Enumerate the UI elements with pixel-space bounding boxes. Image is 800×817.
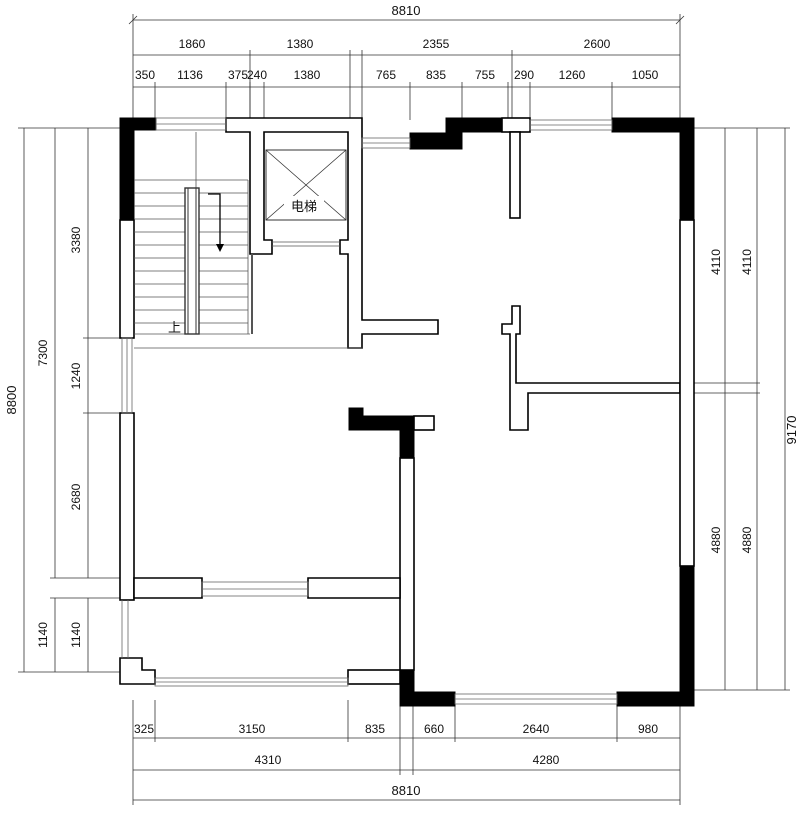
top-dimensions: 8810 1860 1380 2355 2600 350 1136 375 24… [128,3,685,120]
left-dimensions: 8800 7300 3380 1240 2680 1140 1140 [4,127,125,673]
dim-right-inner-1: 4110 [709,249,723,275]
dim-top-row3-11: 1050 [632,68,659,82]
stair-arrow-head-icon [216,244,224,252]
stair-up-label: 上 [168,321,181,336]
dim-top-row3-2: 1136 [177,68,203,82]
wall-center-vertical [399,457,415,671]
dim-left-mid: 7300 [36,339,50,366]
dim-top-row3-10: 1260 [559,68,586,82]
wall-hall-bottom [133,577,203,599]
dim-left-inner-2: 1240 [69,362,83,389]
windows [121,117,618,705]
wall-right-mid [679,219,695,567]
dim-top-row2-4: 2600 [584,37,611,51]
dim-left-bottom-a: 1140 [36,622,50,648]
elevator[interactable]: 电梯 [265,149,347,247]
dim-top-row3-7: 835 [426,68,446,82]
wall-solid-center-block [348,407,401,431]
wall-bottom-left-stub [347,669,401,685]
dim-bottom-row1-6: 980 [638,722,658,736]
dim-top-row2-3: 2355 [423,37,450,51]
wall-solid-center-post [399,415,415,459]
dim-bottom-row1-2: 3150 [239,722,266,736]
dim-right-inner2-1: 4110 [740,249,754,275]
wall-stair-top [225,117,439,349]
walls [119,117,695,707]
wall-left-hall [119,412,135,601]
dim-top-row3-4: 240 [247,68,267,82]
elevator-label: 电梯 [291,200,317,215]
wall-center-pier [501,305,681,431]
dim-bottom-row2-1: 4310 [255,753,282,767]
wall-top-post-stem [509,131,521,219]
wall-center-tab [413,415,435,431]
wall-solid-right-lower [679,565,695,707]
stair-arrow-icon [208,193,221,248]
dim-top-row2-1: 1860 [179,37,206,51]
dim-bottom-row1-5: 2640 [523,722,550,736]
right-dimensions: 4110 4880 4110 4880 9170 [690,127,799,691]
dim-bottom-row2-2: 4280 [533,753,560,767]
wall-hall-bottom-right [307,577,401,599]
wall-solid-bottom-mid [399,669,456,707]
dim-top-overall: 8810 [392,3,421,18]
bottom-dimensions: 325 3150 835 660 2640 980 4310 4280 8810 [132,700,681,805]
stair-handrail [184,187,200,335]
dim-right-inner-2: 4880 [709,526,723,553]
dim-left-bottom-b: 1140 [69,622,83,648]
dim-top-row3-1: 350 [135,68,155,82]
dim-left-overall: 8800 [4,386,19,415]
dim-bottom-row1-1: 325 [134,722,154,736]
dim-top-row3-9: 290 [514,68,534,82]
wall-solid-top-step [445,117,503,150]
wall-top-post [501,117,531,133]
dim-left-inner-3: 2680 [69,483,83,510]
dim-left-inner-1: 3380 [69,226,83,253]
dim-top-row3-3: 375 [228,68,248,82]
dim-top-row3-5: 1380 [294,68,321,82]
dim-bottom-row1-4: 660 [424,722,444,736]
dim-bottom-overall: 8810 [392,783,421,798]
dim-top-row3-6: 765 [376,68,396,82]
dim-right-inner2-2: 4880 [740,526,754,553]
dim-bottom-row1-3: 835 [365,722,385,736]
dim-top-row2-2: 1380 [287,37,314,51]
wall-left-lower [119,219,135,339]
wall-solid-left-upper [119,117,135,221]
dim-top-row3-8: 755 [475,68,495,82]
dim-right-overall: 9170 [784,416,799,445]
wall-solid-bottomright [616,691,695,707]
staircase[interactable]: 上 [134,132,362,349]
wall-solid-topright [611,117,695,221]
wall-bottom-left-corner [119,657,156,685]
